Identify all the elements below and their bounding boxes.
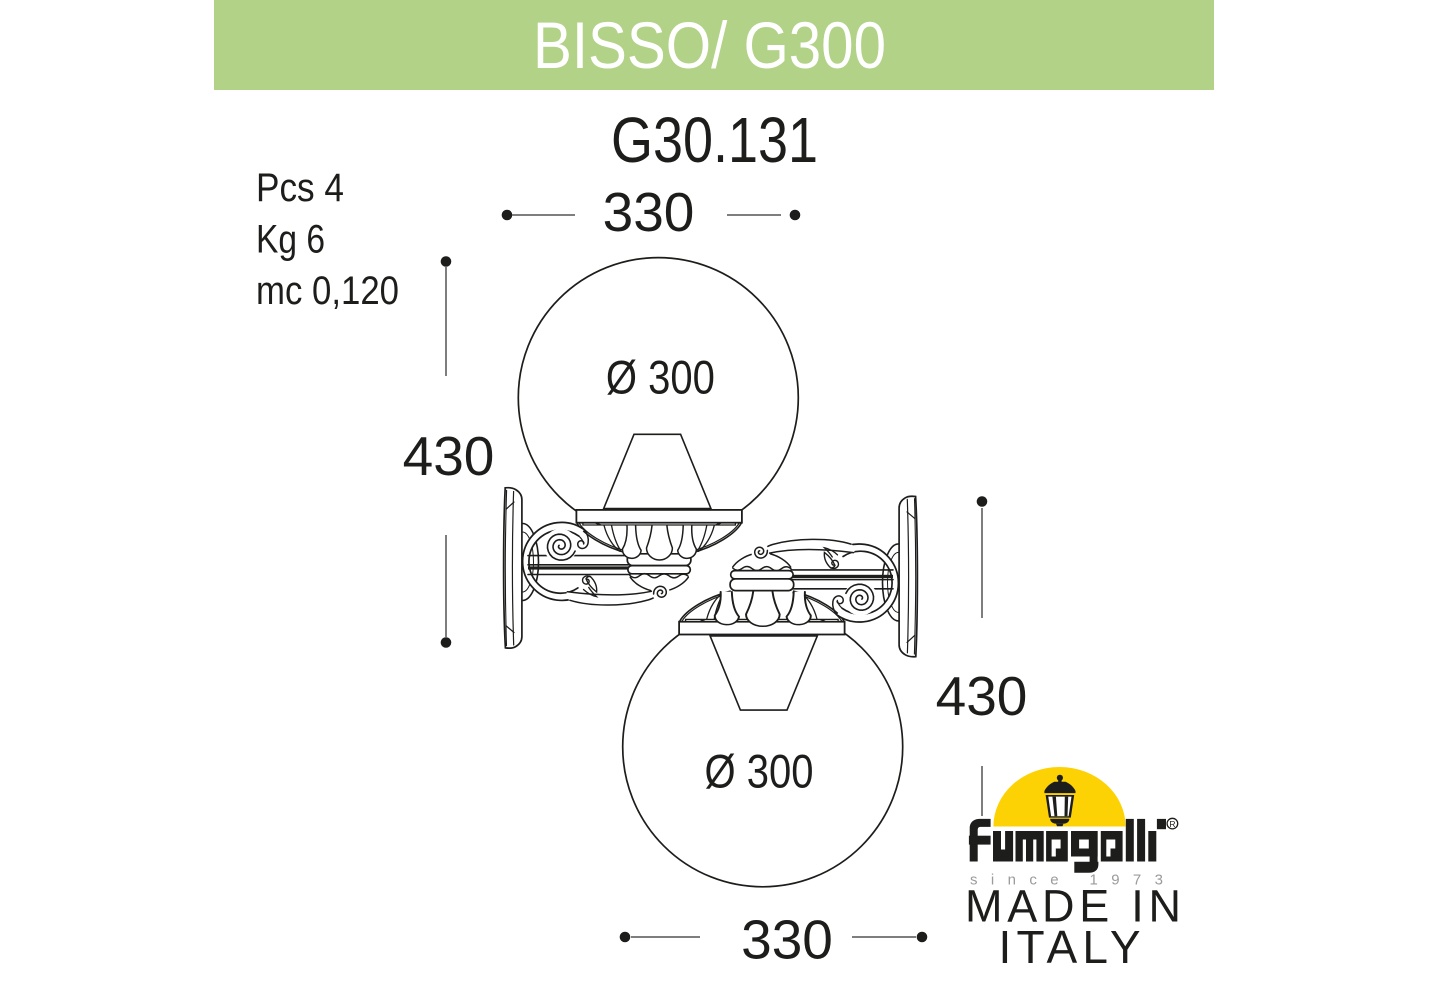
svg-text:BISSO/ G300: BISSO/ G300: [533, 8, 886, 82]
svg-text:Ø 300: Ø 300: [705, 745, 814, 798]
svg-text:Ø 300: Ø 300: [606, 351, 715, 404]
svg-text:mc 0,120: mc 0,120: [256, 269, 399, 313]
svg-text:ITALY: ITALY: [999, 921, 1141, 973]
svg-text:Pcs 4: Pcs 4: [256, 166, 344, 210]
svg-text:R: R: [1169, 819, 1175, 829]
svg-text:430: 430: [936, 665, 1028, 727]
svg-text:430: 430: [403, 425, 495, 487]
svg-text:330: 330: [603, 181, 695, 243]
svg-text:Kg 6: Kg 6: [256, 218, 325, 262]
svg-text:330: 330: [741, 909, 833, 971]
svg-text:G30.131: G30.131: [611, 104, 818, 176]
